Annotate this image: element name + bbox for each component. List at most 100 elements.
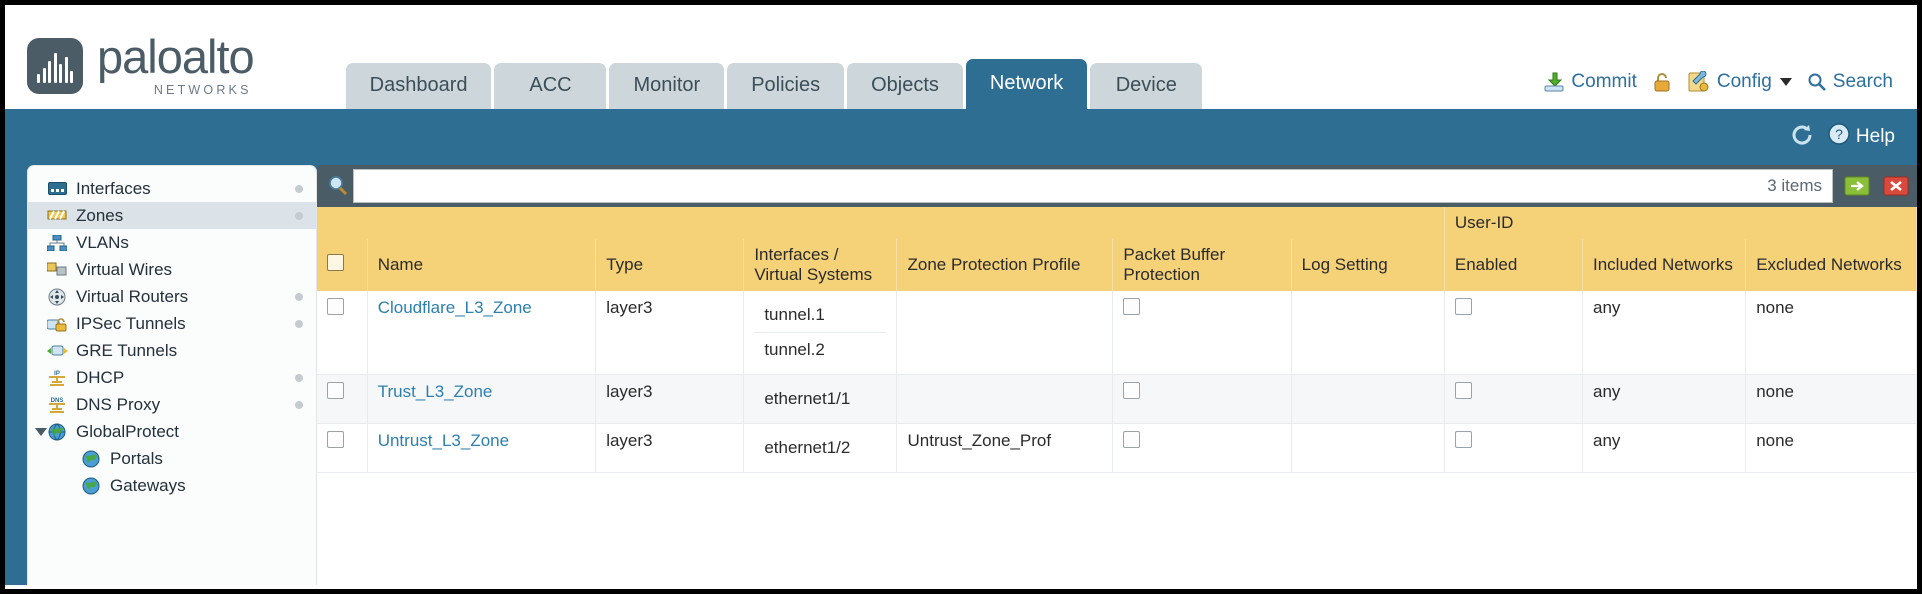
row-checkbox[interactable] [327, 382, 344, 399]
gateways-icon [80, 476, 102, 495]
sidebar-item-interfaces[interactable]: Interfaces [28, 175, 316, 202]
table-row[interactable]: Trust_L3_Zone layer3 ethernet1/1 [317, 374, 1917, 424]
tab-monitor[interactable]: Monitor [609, 63, 725, 109]
column-header-excluded-networks[interactable]: Excluded Networks [1745, 239, 1917, 291]
status-dot [295, 292, 303, 301]
column-header-type[interactable]: Type [595, 239, 745, 291]
search-button[interactable]: Search [1807, 71, 1893, 93]
sidebar-item-virtual-routers[interactable]: Virtual Routers [28, 283, 316, 310]
cell-excluded-networks: none [1745, 374, 1917, 424]
config-button[interactable]: Config [1687, 70, 1792, 93]
commit-icon [1543, 71, 1565, 93]
sidebar-item-label: IPSec Tunnels [76, 313, 186, 333]
tree-expander-icon[interactable] [35, 427, 47, 436]
sidebar-item-dhcp[interactable]: IP DHCP [28, 364, 316, 391]
cell-included-networks: any [1582, 291, 1747, 375]
packet-buffer-checkbox[interactable] [1123, 382, 1141, 399]
sidebar-item-label: DHCP [76, 367, 125, 387]
cell-type: layer3 [595, 291, 745, 375]
row-checkbox[interactable] [327, 431, 344, 448]
brand-logo: paloalto NETWORKS [27, 34, 255, 97]
tab-device[interactable]: Device [1090, 63, 1203, 109]
interface-item: tunnel.1 [754, 298, 887, 333]
row-select-cell [317, 374, 368, 424]
cell-zone-protection: Untrust_Zone_Prof [896, 423, 1114, 473]
sidebar-nav: Interfaces Zones [27, 165, 317, 585]
top-action-bar: Commit Config [1543, 70, 1893, 93]
packet-buffer-checkbox[interactable] [1123, 431, 1141, 448]
dhcp-icon: IP [46, 368, 68, 387]
zones-table: User-ID Name Type Interfaces / Virtual S… [317, 207, 1917, 473]
sidebar-item-globalprotect[interactable]: GlobalProtect [28, 418, 316, 445]
sidebar-item-ipsec-tunnels[interactable]: IPSec Tunnels [28, 310, 316, 337]
sidebar-item-portals[interactable]: Portals [28, 445, 316, 472]
tab-dashboard[interactable]: Dashboard [345, 63, 492, 109]
tab-objects[interactable]: Objects [847, 63, 963, 109]
cell-type: layer3 [595, 374, 745, 424]
userid-enabled-checkbox[interactable] [1454, 382, 1472, 399]
tab-policies[interactable]: Policies [727, 63, 845, 109]
table-row[interactable]: Untrust_L3_Zone layer3 ethernet1/2 Untru… [317, 423, 1917, 473]
help-button[interactable]: ? Help [1827, 122, 1895, 152]
sidebar-item-vlans[interactable]: VLANs [28, 229, 316, 256]
cell-excluded-networks: none [1745, 291, 1917, 375]
interface-item: ethernet1/2 [764, 438, 851, 457]
sidebar-item-virtual-wires[interactable]: Virtual Wires [28, 256, 316, 283]
content-area: Interfaces Zones [5, 165, 1917, 585]
cell-name: Trust_L3_Zone [367, 374, 597, 424]
cell-interfaces: tunnel.1 tunnel.2 [743, 291, 898, 375]
refresh-icon [1789, 123, 1815, 152]
paloalto-logo-icon [27, 38, 83, 95]
sidebar-item-zones[interactable]: Zones [28, 202, 316, 229]
tab-acc[interactable]: ACC [494, 63, 607, 109]
select-all-checkbox[interactable] [327, 254, 344, 271]
cell-zone-protection [896, 291, 1114, 375]
zone-name-link[interactable]: Cloudflare_L3_Zone [377, 298, 532, 317]
search-icon [1807, 72, 1827, 92]
item-count-label: 3 items [1767, 176, 1822, 195]
sidebar-item-label: GlobalProtect [76, 421, 179, 441]
sidebar-item-gateways[interactable]: Gateways [28, 472, 316, 499]
status-dot [295, 400, 303, 409]
row-checkbox[interactable] [327, 298, 344, 315]
group-header-spacer [317, 207, 1445, 239]
apply-filter-button[interactable] [1842, 169, 1872, 203]
table-row[interactable]: Cloudflare_L3_Zone layer3 tunnel.1 tunne… [317, 291, 1917, 375]
cell-packet-buffer [1112, 291, 1292, 375]
sidebar-item-label: Interfaces [76, 178, 151, 198]
zones-table-container: User-ID Name Type Interfaces / Virtual S… [317, 207, 1917, 585]
cell-included-networks: any [1582, 374, 1747, 424]
sidebar-item-label: Virtual Routers [76, 286, 189, 306]
lock-button[interactable] [1652, 71, 1672, 93]
column-header-packet-buffer[interactable]: Packet Buffer Protection [1112, 239, 1292, 291]
sidebar-item-label: DNS Proxy [76, 394, 161, 414]
column-header-interfaces[interactable]: Interfaces / Virtual Systems [743, 239, 898, 291]
sidebar-item-dns-proxy[interactable]: DNS DNS Proxy [28, 391, 316, 418]
tab-network[interactable]: Network [965, 59, 1088, 109]
column-header-included-networks[interactable]: Included Networks [1582, 239, 1747, 291]
column-header-log-setting[interactable]: Log Setting [1291, 239, 1445, 291]
packet-buffer-checkbox[interactable] [1123, 298, 1141, 315]
cell-userid-enabled [1444, 291, 1583, 375]
search-input[interactable]: 3 items [353, 169, 1833, 203]
cell-log-setting [1291, 374, 1445, 424]
vlans-icon [46, 233, 68, 252]
zone-name-link[interactable]: Trust_L3_Zone [377, 382, 493, 401]
svg-text:IP: IP [54, 371, 60, 377]
clear-filter-button[interactable] [1881, 169, 1911, 203]
table-group-header-row: User-ID [317, 207, 1917, 239]
sidebar-item-gre-tunnels[interactable]: GRE Tunnels [28, 337, 316, 364]
secondary-toolbar: ? Help [5, 109, 1917, 165]
config-label: Config [1716, 71, 1772, 92]
top-header: paloalto NETWORKS Dashboard ACC Monitor … [5, 5, 1917, 109]
column-header-zone-protection[interactable]: Zone Protection Profile [896, 239, 1114, 291]
refresh-button[interactable] [1789, 123, 1815, 152]
column-header-name[interactable]: Name [367, 239, 597, 291]
column-header-userid-enabled[interactable]: Enabled [1444, 239, 1583, 291]
commit-button[interactable]: Commit [1543, 71, 1637, 93]
zone-name-link[interactable]: Untrust_L3_Zone [377, 431, 510, 450]
interfaces-icon [46, 179, 68, 198]
userid-enabled-checkbox[interactable] [1454, 298, 1472, 315]
userid-enabled-checkbox[interactable] [1454, 431, 1472, 448]
status-dot [295, 373, 303, 382]
